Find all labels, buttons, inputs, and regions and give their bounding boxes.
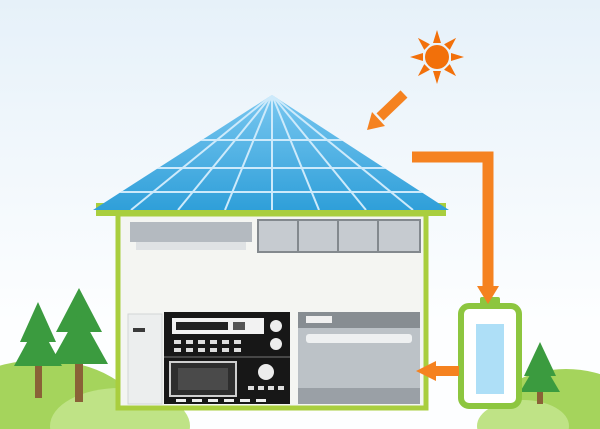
range-hood xyxy=(130,222,252,242)
display-button xyxy=(233,322,245,330)
sunlight-arrow xyxy=(367,90,408,130)
range-hood-vent xyxy=(136,242,246,250)
vent-dashes xyxy=(176,399,266,402)
display-readout xyxy=(176,322,228,330)
arrow-head xyxy=(367,112,385,130)
refrigerator xyxy=(127,313,163,405)
knob xyxy=(270,320,282,332)
arrow-shaft xyxy=(412,151,494,288)
arrow-head xyxy=(416,361,436,381)
fridge-body xyxy=(127,313,163,405)
arrow-roof-to-battery xyxy=(412,151,499,304)
tree-foliage xyxy=(50,312,108,364)
arrow-head xyxy=(477,286,499,304)
sun-core xyxy=(425,45,449,69)
house xyxy=(115,211,429,411)
left-tree-large xyxy=(50,288,108,402)
arrow-battery-to-house xyxy=(416,361,459,381)
battery-cell xyxy=(476,324,504,394)
sun-icon xyxy=(410,30,464,84)
tree-trunk xyxy=(75,352,83,402)
storage-battery xyxy=(458,297,522,409)
right-tree xyxy=(520,342,560,404)
dishwasher-kick-plate xyxy=(298,388,420,404)
dishwasher-handle xyxy=(306,334,412,343)
upper-windows xyxy=(257,219,421,253)
microwave-buttons xyxy=(248,386,284,390)
dishwasher-display xyxy=(306,316,332,323)
tree-foliage xyxy=(14,322,62,366)
fridge-handle xyxy=(133,328,145,332)
tree-trunk xyxy=(35,350,42,398)
button-row xyxy=(174,340,241,352)
audio-microwave-stack xyxy=(164,312,290,404)
left-tree-small xyxy=(14,302,62,398)
dishwasher xyxy=(298,312,420,404)
microwave-dial xyxy=(258,364,274,380)
tree-foliage xyxy=(520,358,560,392)
microwave-glass xyxy=(178,368,228,390)
knob xyxy=(270,338,282,350)
arrow-shaft xyxy=(376,90,408,121)
tree-foliage xyxy=(56,288,102,332)
